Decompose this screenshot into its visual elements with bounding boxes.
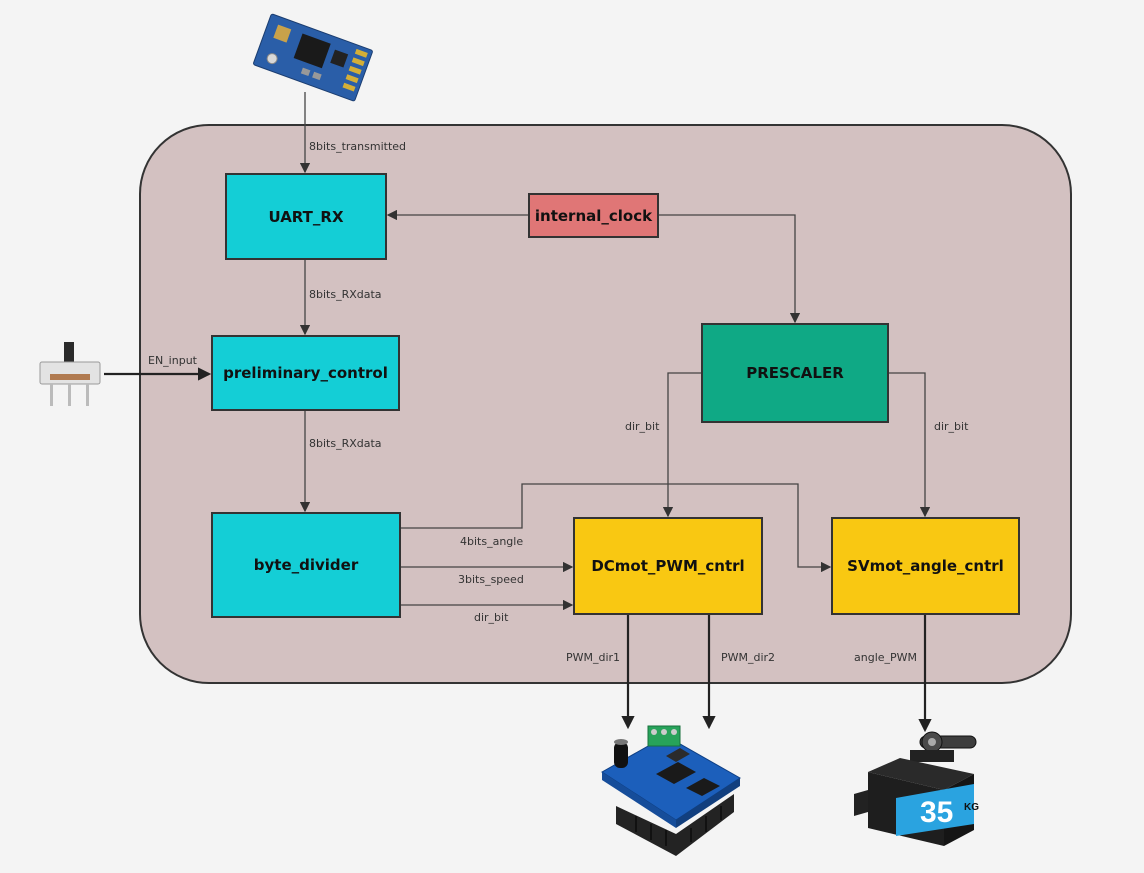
internal-clock-block: internal_clock	[528, 193, 659, 238]
wire-dir-left	[662, 372, 701, 518]
preliminary-control-block: preliminary_control	[211, 335, 400, 411]
label-dir-bit-right: dir_bit	[934, 420, 969, 433]
label-dir-bit-bottom: dir_bit	[474, 611, 509, 624]
label-4bits-angle: 4bits_angle	[460, 535, 524, 548]
wire-angle	[401, 483, 832, 573]
svg-text:KG: KG	[964, 802, 979, 813]
servo-motor-icon: 35 KG	[854, 731, 979, 846]
label-en-input: EN_input	[148, 354, 197, 367]
uart-rx-block: UART_RX	[225, 173, 387, 260]
label-8bits-transmitted: 8bits_transmitted	[309, 140, 407, 153]
slide-switch-icon	[39, 342, 101, 406]
label-rxdata-1: 8bits_RXdata	[309, 288, 382, 301]
byte-divider-block: byte_divider	[211, 512, 401, 618]
wire-clock-prescaler	[659, 214, 801, 324]
svmot-angle-cntrl-block: SVmot_angle_cntrl	[831, 517, 1020, 615]
label-pwm-dir2: PWM_dir2	[721, 651, 776, 664]
label-dir-bit-left: dir_bit	[625, 420, 660, 433]
uart-module-icon	[253, 13, 373, 102]
prescaler-block: PRESCALER	[701, 323, 889, 423]
label-angle-pwm: angle_PWM	[854, 651, 918, 664]
servo-badge-text: 35	[920, 796, 953, 829]
wire-dir-right	[889, 372, 931, 518]
dcmot-pwm-cntrl-block: DCmot_PWM_cntrl	[573, 517, 763, 615]
label-rxdata-2: 8bits_RXdata	[309, 437, 382, 450]
motor-driver-icon	[601, 725, 741, 856]
label-3bits-speed: 3bits_speed	[458, 573, 524, 586]
label-pwm-dir1: PWM_dir1	[566, 651, 621, 664]
